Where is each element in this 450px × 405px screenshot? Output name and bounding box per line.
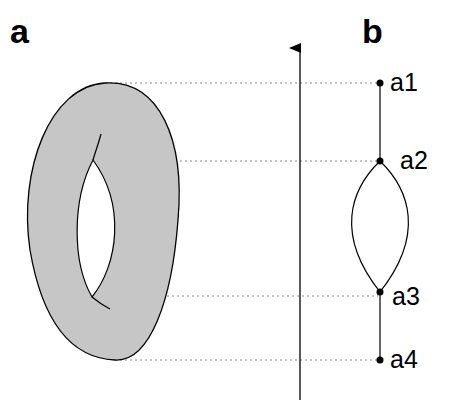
point-label: a3: [392, 284, 420, 309]
panel-letter: b: [362, 14, 383, 48]
torus-hole: [77, 160, 115, 297]
critical-points: [377, 80, 384, 364]
hole-rim: [93, 134, 101, 160]
point-label: a2: [400, 148, 428, 173]
reeb-graph: [352, 83, 409, 360]
hole-rim: [92, 297, 110, 309]
panel-letter: a: [10, 14, 29, 48]
point-label: a4: [390, 347, 418, 372]
point-label: a1: [390, 70, 418, 95]
height-axis: [299, 48, 300, 400]
torus: [27, 83, 179, 360]
